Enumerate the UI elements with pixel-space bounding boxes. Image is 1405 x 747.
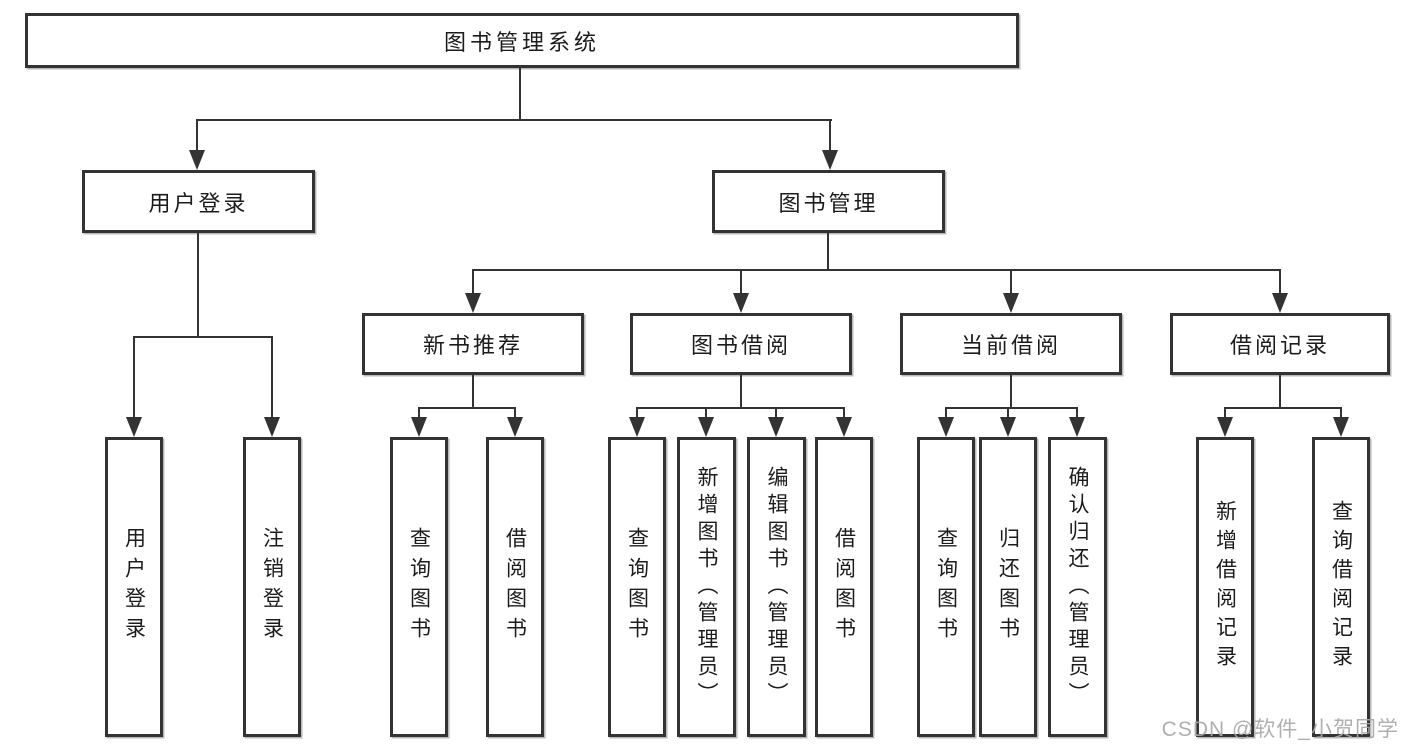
leaf-query-borrow-record: 查询借阅记录 [1312, 437, 1370, 737]
node-book-borrow: 图书借阅 [630, 313, 852, 375]
leaf-add-borrow-record: 新增借阅记录 [1196, 437, 1254, 737]
user-login-drop-line [196, 119, 198, 153]
drop-line [843, 407, 845, 419]
drop-line [133, 336, 135, 419]
node-current-borrow-label: 当前借阅 [960, 333, 1061, 358]
leaf-query-borrow-record-label: 查询借阅记录 [1329, 500, 1353, 674]
arrow-down-icon [1217, 417, 1233, 437]
book-mgmt-drop-line [829, 119, 831, 153]
leaf-edit-book-admin-label: 编辑图书（管理员） [765, 465, 788, 709]
leaf-user-login: 用户登录 [105, 437, 163, 737]
group-a-stem-line [472, 375, 474, 409]
drop-line [1007, 407, 1009, 419]
arrow-down-icon [1333, 417, 1349, 437]
leaf-return-books: 归还图书 [979, 437, 1037, 737]
drop-line [1010, 269, 1012, 295]
group-c-hbar-line [945, 407, 1078, 409]
node-borrow-records: 借阅记录 [1170, 313, 1390, 375]
group-a-hbar-line [418, 407, 516, 409]
leaf-confirm-return-admin-label: 确认归还（管理员） [1066, 465, 1089, 709]
arrow-down-icon [733, 293, 749, 313]
leaf-add-book-admin-label: 新增图书（管理员） [695, 465, 718, 709]
drop-line [1340, 407, 1342, 419]
node-new-book-recommend: 新书推荐 [362, 313, 584, 375]
drop-line [1224, 407, 1226, 419]
level3-hbar-line [472, 269, 1281, 271]
arrow-down-icon [465, 293, 481, 313]
arrow-down-icon [768, 417, 784, 437]
arrow-down-icon [629, 417, 645, 437]
level1-hbar-line [196, 119, 832, 121]
arrow-down-icon [938, 417, 954, 437]
arrow-down-icon [1000, 417, 1016, 437]
drop-line [740, 269, 742, 295]
leaf-add-borrow-record-label: 新增借阅记录 [1213, 500, 1237, 674]
drop-line [636, 407, 638, 419]
user-login-hbar-line [133, 336, 273, 338]
arrow-down-icon [1272, 293, 1288, 313]
drop-line [271, 336, 273, 419]
node-root-label: 图书管理系统 [443, 29, 600, 55]
leaf-confirm-return-admin: 确认归还（管理员） [1048, 437, 1107, 737]
drop-line [1279, 269, 1281, 295]
node-borrow-records-label: 借阅记录 [1229, 333, 1330, 358]
leaf-user-login-label: 用户登录 [122, 527, 146, 647]
drop-line [775, 407, 777, 419]
node-user-login-label: 用户登录 [148, 190, 249, 216]
arrow-down-icon [1069, 417, 1085, 437]
node-book-management-label: 图书管理 [778, 190, 879, 216]
drop-line [705, 407, 707, 419]
leaf-query-books-borrow: 查询图书 [608, 437, 666, 737]
node-user-login: 用户登录 [82, 170, 315, 233]
arrow-down-icon [264, 417, 280, 437]
csdn-watermark: CSDN @软件_小贺同学 [1161, 718, 1399, 741]
leaf-query-books-borrow-label: 查询图书 [625, 527, 649, 647]
leaf-query-books-current: 查询图书 [917, 437, 975, 737]
arrow-down-icon [507, 417, 523, 437]
drop-line [418, 407, 420, 419]
drop-line [472, 269, 474, 295]
root-stem-line [519, 68, 521, 120]
leaf-logout-label: 注销登录 [260, 527, 284, 647]
arrow-down-icon [698, 417, 714, 437]
node-root: 图书管理系统 [25, 13, 1019, 68]
leaf-logout: 注销登录 [243, 437, 301, 737]
arrow-down-icon [126, 417, 142, 437]
drop-line [514, 407, 516, 419]
group-b-hbar-line [636, 407, 845, 409]
leaf-borrow-books-label: 借阅图书 [832, 527, 856, 647]
leaf-add-book-admin: 新增图书（管理员） [677, 437, 736, 737]
drop-line [1076, 407, 1078, 419]
leaf-borrow-books-recommend: 借阅图书 [486, 437, 544, 737]
leaf-return-books-label: 归还图书 [996, 527, 1020, 647]
node-current-borrow: 当前借阅 [900, 313, 1122, 375]
leaf-query-books-recommend-label: 查询图书 [407, 527, 431, 647]
node-new-book-recommend-label: 新书推荐 [422, 333, 523, 358]
leaf-query-books-recommend: 查询图书 [390, 437, 448, 737]
arrow-down-icon [822, 150, 838, 170]
node-book-management: 图书管理 [712, 170, 945, 233]
drop-line [945, 407, 947, 419]
arrow-down-icon [189, 150, 205, 170]
leaf-edit-book-admin: 编辑图书（管理员） [747, 437, 806, 737]
leaf-borrow-books: 借阅图书 [815, 437, 873, 737]
group-b-stem-line [740, 375, 742, 409]
arrow-down-icon [411, 417, 427, 437]
leaf-query-books-current-label: 查询图书 [934, 527, 958, 647]
leaf-borrow-books-recommend-label: 借阅图书 [503, 527, 527, 647]
arrow-down-icon [1003, 293, 1019, 313]
group-d-hbar-line [1224, 407, 1342, 409]
group-d-stem-line [1279, 375, 1281, 409]
book-mgmt-stem-line [827, 233, 829, 271]
arrow-down-icon [836, 417, 852, 437]
node-book-borrow-label: 图书借阅 [690, 333, 791, 358]
group-c-stem-line [1010, 375, 1012, 409]
user-login-stem-line [197, 233, 199, 338]
